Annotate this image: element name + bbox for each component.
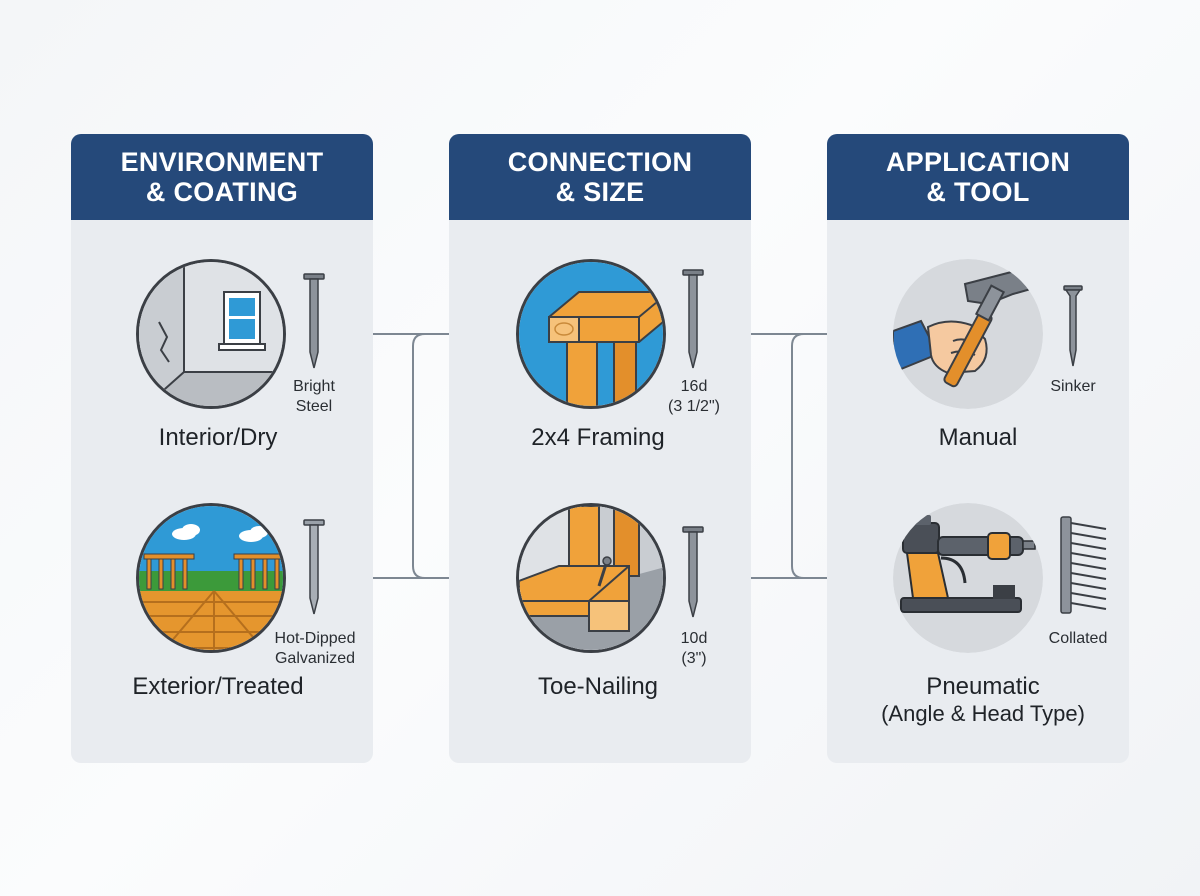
nail-type-label: Collated	[1048, 630, 1108, 647]
item-label-2x4-framing: 2x4 Framing	[531, 424, 665, 451]
nail-size-label: 16d (3 1/2")	[668, 378, 720, 415]
item-label-exterior-treated: Exterior/Treated	[132, 673, 304, 700]
column-header: ENVIRONMENT & COATING	[71, 134, 373, 220]
item-label-manual: Manual	[938, 424, 1018, 451]
sinker-nail-icon	[1062, 284, 1084, 370]
column-header: APPLICATION & TOOL	[827, 134, 1129, 220]
hammer-icon	[893, 259, 1043, 409]
column-connection-size: CONNECTION & SIZE	[449, 134, 751, 763]
deck-icon	[136, 503, 286, 653]
toe-nailing-icon	[516, 503, 666, 653]
framing-icon	[516, 259, 666, 409]
column-title-line2: & TOOL	[926, 177, 1030, 207]
column-title-line1: CONNECTION	[507, 147, 693, 177]
column-environment-coating: ENVIRONMENT & COATING	[71, 134, 373, 763]
interior-room-icon	[136, 259, 286, 409]
column-application-tool: APPLICATION & TOOL	[827, 134, 1129, 763]
nail-type-label: Hot-Dipped Galvanized	[274, 630, 356, 667]
nail-type-label: Bright Steel	[293, 378, 335, 415]
item-label-pneumatic: Pneumatic (Angle & Head Type)	[881, 673, 1085, 727]
nail-gun-icon	[893, 503, 1043, 653]
nail-size-label: 10d (3")	[680, 630, 708, 667]
nail-type-label: Sinker	[1050, 378, 1096, 395]
column-title-line2: & SIZE	[555, 177, 645, 207]
item-label-toe-nailing: Toe-Nailing	[537, 673, 659, 700]
column-title-line2: & COATING	[145, 177, 299, 207]
galvanized-nail-icon	[302, 518, 326, 618]
item-label-pneumatic-title: Pneumatic	[926, 673, 1040, 700]
collated-nails-icon	[1058, 515, 1110, 615]
16d-nail-icon	[681, 268, 705, 372]
item-label-interior-dry: Interior/Dry	[158, 424, 278, 451]
bright-steel-nail-icon	[302, 272, 326, 372]
column-title-line1: APPLICATION	[885, 147, 1071, 177]
item-label-pneumatic-sub: (Angle & Head Type)	[881, 701, 1085, 726]
10d-nail-icon	[681, 525, 705, 621]
column-header: CONNECTION & SIZE	[449, 134, 751, 220]
column-title-line1: ENVIRONMENT	[120, 147, 324, 177]
